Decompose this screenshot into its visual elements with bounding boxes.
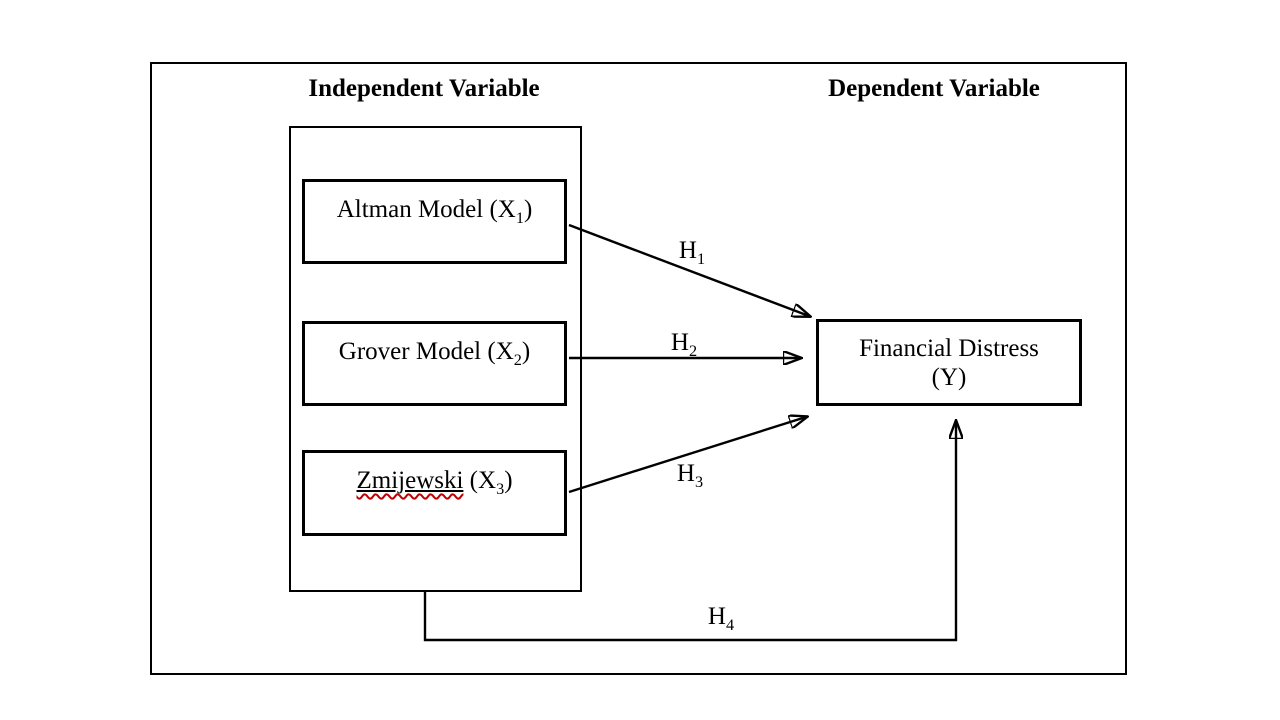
diagram-border xyxy=(150,62,1127,675)
box-grover-label: Grover Model (X2) xyxy=(338,338,531,369)
box-grover-model: Grover Model (X2) xyxy=(302,321,567,406)
box-zmijewski: Zmijewski (X3) xyxy=(302,450,567,536)
box-zmijewski-label: Zmijewski (X3) xyxy=(356,467,513,498)
spellcheck-squiggle: Zmijewski xyxy=(356,467,464,494)
underlined-word: Zmijewski xyxy=(356,467,463,494)
hypothesis-label-h4: H4 xyxy=(707,603,735,634)
hypothesis-label-h3: H3 xyxy=(676,460,704,491)
box-altman-model: Altman Model (X1) xyxy=(302,179,567,264)
hypothesis-label-h1: H1 xyxy=(678,237,706,268)
dependent-box-line1: Financial Distress xyxy=(859,335,1039,362)
box-altman-label: Altman Model (X1) xyxy=(336,196,533,227)
dependent-variable-heading: Dependent Variable xyxy=(828,75,1040,102)
box-financial-distress: Financial Distress (Y) xyxy=(816,319,1082,406)
independent-variable-heading: Independent Variable xyxy=(308,75,540,102)
dependent-box-line2: (Y) xyxy=(931,364,967,391)
hypothesis-label-h2: H2 xyxy=(670,329,698,360)
